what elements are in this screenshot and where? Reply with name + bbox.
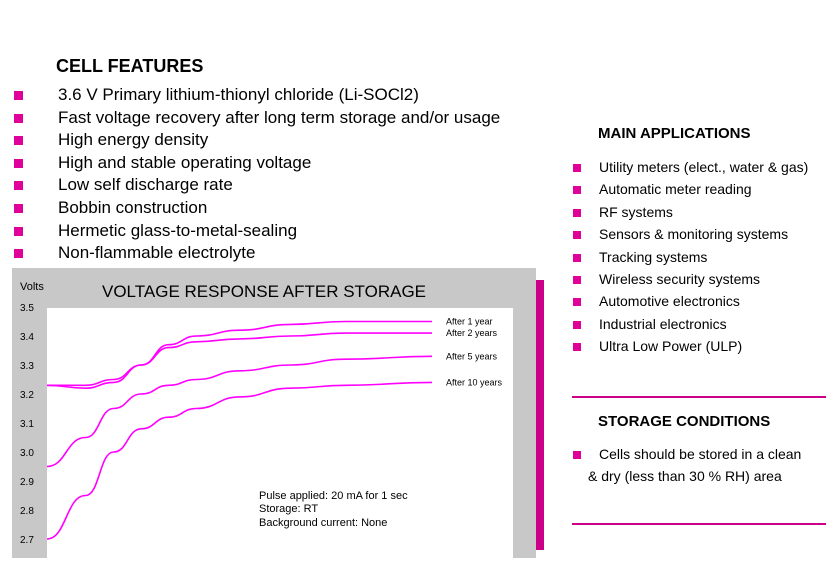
application-item: Tracking systems bbox=[572, 246, 812, 268]
feature-item: High and stable operating voltage bbox=[14, 152, 500, 175]
series-label: After 5 years bbox=[446, 351, 498, 361]
bullet-square-icon bbox=[573, 164, 581, 172]
series-line bbox=[46, 355, 433, 468]
bullet-square-icon bbox=[14, 113, 23, 123]
storage-conditions-heading: STORAGE CONDITIONS bbox=[598, 413, 771, 430]
voltage-chart-panel: Volts VOLTAGE RESPONSE AFTER STORAGE 3.5… bbox=[12, 268, 536, 563]
main-applications-heading: MAIN APPLICATIONS bbox=[598, 125, 751, 142]
feature-item: High energy density bbox=[14, 129, 500, 152]
voltage-response-chart: Volts VOLTAGE RESPONSE AFTER STORAGE 3.5… bbox=[20, 281, 513, 563]
bullet-square-icon bbox=[14, 158, 23, 168]
bullet-square-icon bbox=[573, 451, 581, 459]
accent-bar bbox=[536, 280, 544, 550]
section-divider bbox=[572, 523, 826, 525]
y-tick-label: 3.3 bbox=[20, 361, 34, 372]
y-tick-label: 3.5 bbox=[20, 303, 34, 314]
application-item: Sensors & monitoring systems bbox=[572, 223, 812, 245]
series-label: After 1 year bbox=[446, 317, 493, 327]
y-tick-label: 3.0 bbox=[20, 448, 34, 459]
plot-area bbox=[47, 308, 513, 563]
bullet-square-icon bbox=[573, 298, 581, 307]
bullet-square-icon bbox=[573, 253, 581, 262]
series-line bbox=[46, 381, 433, 540]
y-tick-label: 2.7 bbox=[20, 535, 34, 546]
annotation-line: Pulse applied: 20 mA for 1 sec bbox=[259, 490, 408, 502]
application-item: RF systems bbox=[572, 201, 812, 223]
chart-title: VOLTAGE RESPONSE AFTER STORAGE bbox=[102, 282, 426, 301]
feature-item: Non-flammable electrolyte bbox=[14, 242, 500, 265]
feature-item: Low self discharge rate bbox=[14, 174, 500, 197]
y-tick-label: 3.2 bbox=[20, 390, 34, 401]
feature-item: 3.6 V Primary lithium-thionyl chloride (… bbox=[14, 84, 500, 107]
cell-features-list: 3.6 V Primary lithium-thionyl chloride (… bbox=[14, 84, 500, 265]
application-item: Ultra Low Power (ULP) bbox=[572, 335, 812, 357]
series-label: After 10 years bbox=[446, 377, 503, 387]
feature-item: Fast voltage recovery after long term st… bbox=[14, 107, 500, 130]
applications-list: Utility meters (elect., water & gas) Aut… bbox=[572, 156, 812, 358]
series-line bbox=[46, 320, 432, 390]
bullet-square-icon bbox=[573, 231, 581, 240]
bullet-square-icon bbox=[573, 320, 581, 329]
y-axis-label: Volts bbox=[20, 281, 44, 293]
y-tick-label: 3.4 bbox=[20, 332, 34, 343]
bullet-square-icon bbox=[14, 181, 23, 191]
y-tick-label: 2.8 bbox=[20, 506, 34, 517]
series-label: After 2 years bbox=[446, 328, 498, 338]
bullet-square-icon bbox=[14, 136, 23, 146]
storage-conditions-item: Cells should be stored in a clean & dry … bbox=[572, 443, 808, 488]
bullet-square-icon bbox=[573, 186, 581, 195]
application-item: Automotive electronics bbox=[572, 290, 812, 312]
application-item: Industrial electronics bbox=[572, 313, 812, 335]
bullet-square-icon bbox=[14, 249, 23, 259]
bullet-square-icon bbox=[573, 208, 581, 217]
application-item: Wireless security systems bbox=[572, 268, 812, 290]
cell-features-heading: CELL FEATURES bbox=[56, 56, 204, 76]
annotation-line: Background current: None bbox=[259, 517, 387, 529]
application-item: Utility meters (elect., water & gas) bbox=[572, 156, 812, 178]
application-item: Automatic meter reading bbox=[572, 178, 812, 200]
feature-item: Hermetic glass-to-metal-sealing bbox=[14, 220, 500, 243]
annotation-line: Storage: RT bbox=[259, 503, 318, 515]
feature-item: Bobbin construction bbox=[14, 197, 500, 220]
series-line bbox=[47, 332, 432, 387]
bullet-square-icon bbox=[14, 226, 23, 236]
section-divider bbox=[572, 396, 826, 398]
bullet-square-icon bbox=[573, 343, 581, 352]
bullet-square-icon bbox=[14, 91, 23, 100]
y-tick-label: 2.9 bbox=[20, 477, 34, 488]
bullet-square-icon bbox=[14, 203, 23, 213]
y-tick-label: 3.1 bbox=[20, 419, 34, 430]
bullet-square-icon bbox=[573, 276, 581, 285]
